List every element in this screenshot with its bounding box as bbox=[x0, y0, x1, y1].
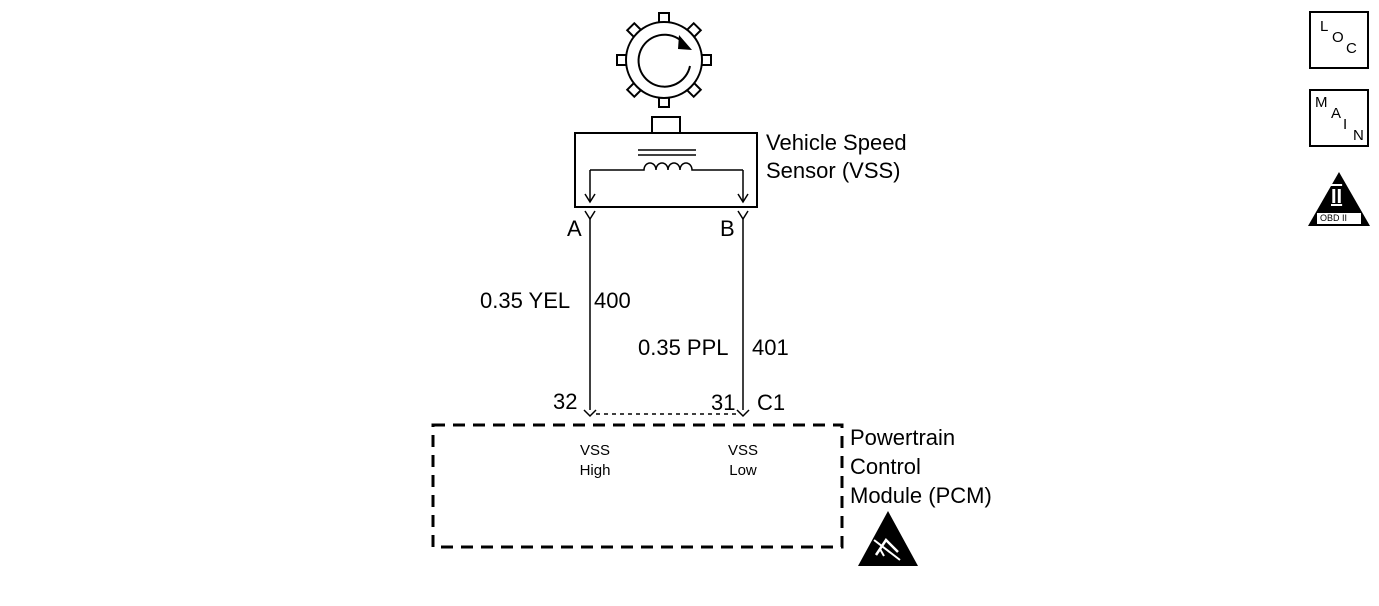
reluctor-wheel-icon bbox=[616, 12, 712, 108]
pcm-name-line3: Module (PCM) bbox=[850, 483, 992, 508]
obd-ii-button[interactable]: II OBD II bbox=[1307, 170, 1371, 228]
circuit-number-label: 401 bbox=[752, 335, 789, 360]
terminal-a-connector bbox=[584, 210, 596, 221]
vss-high-input-label: VSS High bbox=[570, 441, 620, 481]
wire-color-label: 0.35 PPL bbox=[638, 335, 729, 360]
terminal-a-label: A bbox=[567, 216, 582, 241]
terminal-b-label: B bbox=[720, 216, 735, 241]
circuit-number-label: 400 bbox=[594, 288, 631, 313]
button-letter: I bbox=[1343, 116, 1348, 133]
button-letter: N bbox=[1353, 127, 1364, 144]
connector-label: C1 bbox=[757, 390, 786, 415]
pcm-pin-31-connector bbox=[736, 409, 750, 418]
pcm-name-line2: Control bbox=[850, 454, 921, 479]
terminal-b-connector bbox=[737, 210, 749, 221]
main-menu-button[interactable]: M A I N bbox=[1309, 89, 1369, 147]
pcm-pin-label: 32 bbox=[553, 389, 578, 414]
pcm-pin-32-connector bbox=[583, 409, 597, 418]
vss-low-input-label: VSS Low bbox=[718, 441, 768, 481]
obd-ii-icon bbox=[1308, 172, 1370, 226]
input-level: Low bbox=[729, 462, 757, 479]
vss-sensor-body bbox=[574, 116, 758, 208]
sensor-name-line2: Sensor (VSS) bbox=[766, 158, 901, 183]
input-name: VSS bbox=[727, 442, 758, 459]
input-level: High bbox=[579, 462, 611, 479]
button-letter: C bbox=[1346, 40, 1357, 57]
button-letter: O bbox=[1332, 29, 1344, 46]
sensor-name-line1: Vehicle Speed bbox=[766, 130, 907, 155]
obd-ii-label: OBD II bbox=[1320, 213, 1348, 223]
pcm-module-outline bbox=[431, 423, 844, 549]
location-button[interactable]: L O C bbox=[1309, 11, 1369, 69]
esd-warning-icon bbox=[858, 511, 918, 566]
button-letter: M bbox=[1315, 94, 1328, 111]
wire-color-label: 0.35 YEL bbox=[480, 288, 571, 313]
button-letter: A bbox=[1331, 105, 1342, 122]
button-letter: L bbox=[1320, 18, 1329, 35]
pcm-pin-label: 31 bbox=[711, 390, 736, 415]
pcm-name-line1: Powertrain bbox=[850, 425, 956, 450]
obd-ii-symbol: II bbox=[1331, 186, 1343, 208]
input-name: VSS bbox=[579, 442, 610, 459]
